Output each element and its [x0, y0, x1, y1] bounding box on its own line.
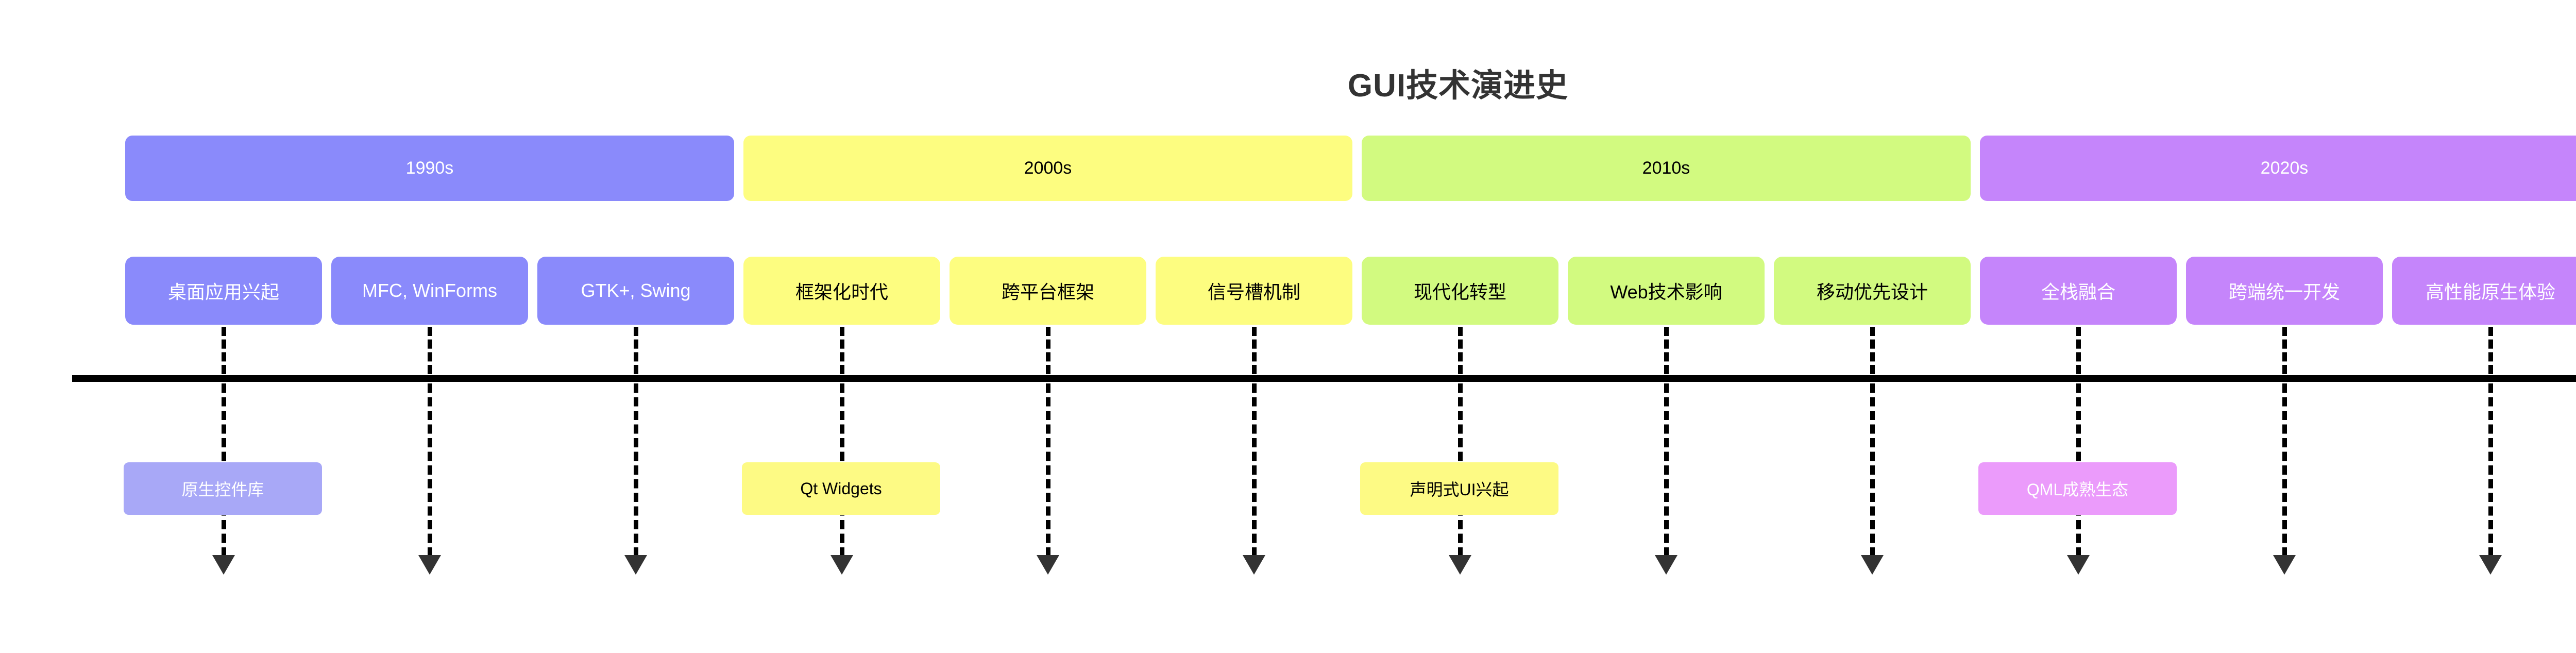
event-box-label: 框架化时代 — [795, 281, 888, 303]
milestone-row: 原生控件库 Qt Widgets 声明式UI兴起 QML成熟生态 — [0, 462, 2576, 515]
milestone-box-3[interactable]: QML成熟生态 — [1978, 462, 2177, 515]
page-title: GUI技术演进史 — [1347, 68, 1569, 104]
milestone-box-2[interactable]: 声明式UI兴起 — [1360, 462, 1558, 515]
era-bar-2020s[interactable]: 2020s — [1980, 136, 2576, 201]
milestone-box-label: QML成熟生态 — [2026, 480, 2129, 499]
era-bar-label: 1990s — [405, 158, 454, 178]
milestone-box-label: 声明式UI兴起 — [1410, 480, 1509, 499]
era-bar-label: 2010s — [1642, 158, 1690, 178]
connector-line-up-4 — [1046, 327, 1050, 374]
era-bar-1990s[interactable]: 1990s — [125, 136, 734, 201]
milestone-box-label: 原生控件库 — [181, 480, 264, 499]
connector-line-down-11 — [2488, 383, 2493, 557]
era-bar-label: 2020s — [2260, 158, 2309, 178]
connector-arrow-icon-4 — [1037, 555, 1059, 575]
connector-arrow-icon-2 — [624, 555, 647, 575]
connector-line-down-4 — [1046, 383, 1050, 557]
connector-arrow-icon-10 — [2273, 555, 2296, 575]
event-box-1[interactable]: MFC, WinForms — [331, 257, 528, 325]
event-box-label: 桌面应用兴起 — [167, 281, 279, 303]
event-box-label: 全栈融合 — [2041, 281, 2115, 303]
connector-line-up-5 — [1252, 327, 1257, 374]
event-box-4[interactable]: 跨平台框架 — [950, 257, 1146, 325]
event-box-label: 跨平台框架 — [1001, 281, 1094, 303]
connector-arrow-icon-8 — [1861, 555, 1884, 575]
event-box-11[interactable]: 高性能原生体验 — [2392, 257, 2576, 325]
connector-arrow-icon-3 — [831, 555, 853, 575]
event-box-label: 高性能原生体验 — [2425, 281, 2555, 303]
connector-line-up-10 — [2282, 327, 2287, 374]
connector-line-up-6 — [1458, 327, 1463, 374]
event-box-label: 现代化转型 — [1413, 281, 1506, 303]
connector-line-down-1 — [428, 383, 432, 557]
event-box-3[interactable]: 框架化时代 — [743, 257, 940, 325]
connector-line-up-2 — [634, 327, 638, 374]
event-box-label: GTK+, Swing — [581, 280, 691, 301]
era-bar-label: 2000s — [1024, 158, 1072, 178]
connector-arrow-icon-7 — [1655, 555, 1677, 575]
era-bar-2010s[interactable]: 2010s — [1362, 136, 1971, 201]
connector-line-up-1 — [428, 327, 432, 374]
milestone-box-label: Qt Widgets — [800, 479, 882, 498]
event-box-7[interactable]: Web技术影响 — [1568, 257, 1765, 325]
connector-line-up-7 — [1664, 327, 1669, 374]
milestone-box-0[interactable]: 原生控件库 — [124, 462, 322, 515]
event-box-9[interactable]: 全栈融合 — [1980, 257, 2177, 325]
connector-line-down-8 — [1870, 383, 1875, 557]
event-box-label: 信号槽机制 — [1207, 281, 1300, 303]
connector-arrow-icon-9 — [2067, 555, 2090, 575]
event-box-2[interactable]: GTK+, Swing — [537, 257, 734, 325]
connector-line-up-3 — [840, 327, 844, 374]
event-box-label: MFC, WinForms — [362, 280, 497, 301]
connector-arrow-icon-11 — [2479, 555, 2502, 575]
era-bar-2000s[interactable]: 2000s — [743, 136, 1352, 201]
event-box-0[interactable]: 桌面应用兴起 — [125, 257, 322, 325]
connector-line-down-5 — [1252, 383, 1257, 557]
connector-line-down-7 — [1664, 383, 1669, 557]
event-box-5[interactable]: 信号槽机制 — [1156, 257, 1352, 325]
era-bar-row: 1990s 2000s 2010s 2020s — [0, 136, 2576, 201]
connector-arrow-icon-5 — [1243, 555, 1265, 575]
connector-line-up-11 — [2488, 327, 2493, 374]
event-box-label: 跨端统一开发 — [2228, 281, 2340, 303]
connector-arrow-icon-1 — [418, 555, 441, 575]
event-box-label: Web技术影响 — [1610, 281, 1722, 303]
milestone-box-1[interactable]: Qt Widgets — [742, 462, 940, 515]
connector-line-down-2 — [634, 383, 638, 557]
event-box-row: 桌面应用兴起 MFC, WinForms GTK+, Swing 框架化时代 跨平台框架… — [0, 257, 2576, 325]
event-box-8[interactable]: 移动优先设计 — [1774, 257, 1971, 325]
connector-line-down-10 — [2282, 383, 2287, 557]
connector-line-up-0 — [222, 327, 226, 374]
connector-arrow-icon-0 — [212, 555, 235, 575]
connector-line-up-9 — [2076, 327, 2081, 374]
event-box-label: 移动优先设计 — [1816, 281, 1928, 303]
connector-line-up-8 — [1870, 327, 1875, 374]
event-box-6[interactable]: 现代化转型 — [1362, 257, 1558, 325]
timeline-axis-line — [72, 375, 2576, 382]
connector-arrow-icon-6 — [1449, 555, 1471, 575]
event-box-10[interactable]: 跨端统一开发 — [2186, 257, 2383, 325]
